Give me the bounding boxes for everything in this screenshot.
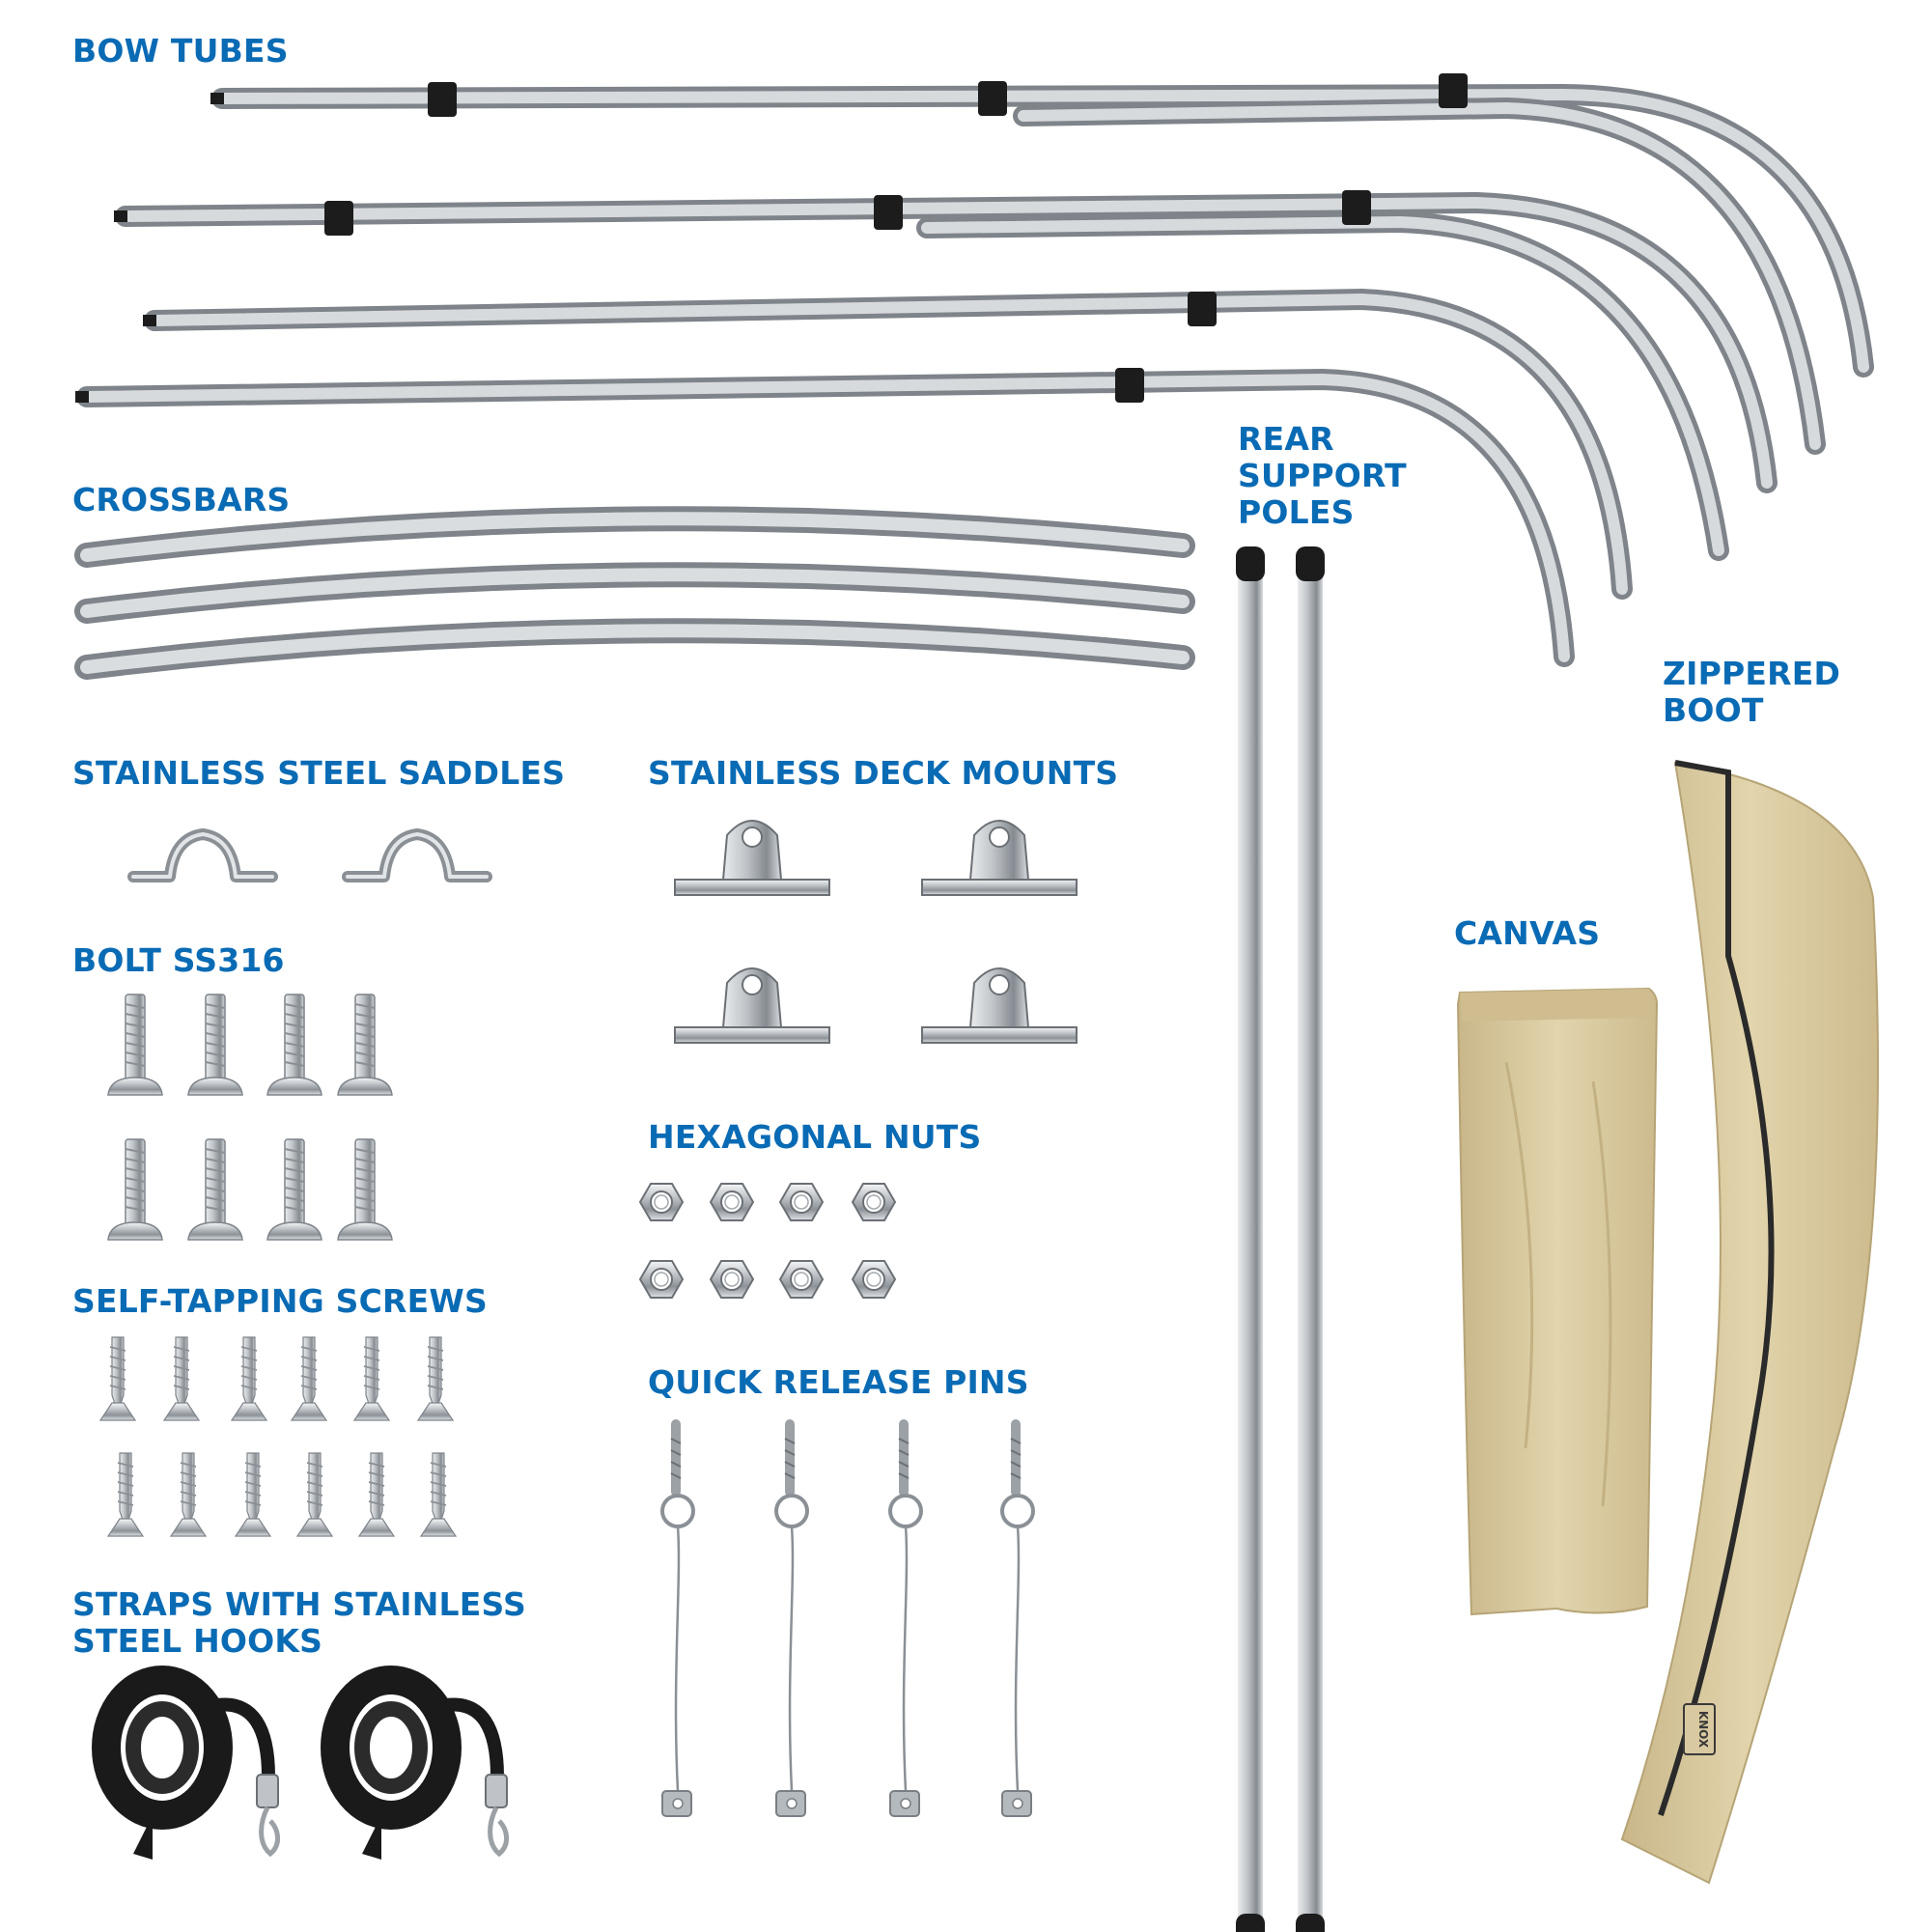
self-tapping-screws (99, 1336, 457, 1537)
label-rear-support-poles-1: REAR (1238, 420, 1334, 458)
label-straps-2: STEEL HOOKS (72, 1622, 323, 1660)
label-stainless-deck-mounts: STAINLESS DECK MOUNTS (648, 754, 1119, 792)
label-bolt-ss316: BOLT SS316 (72, 941, 285, 979)
hexagonal-nuts (639, 1183, 896, 1299)
label-self-tapping-screws: SELF-TAPPING SCREWS (72, 1282, 488, 1320)
label-canvas: CANVAS (1454, 914, 1601, 952)
stainless-steel-saddles (133, 834, 487, 877)
stainless-deck-mounts (674, 820, 1078, 1044)
label-crossbars: CROSSBARS (72, 481, 291, 518)
label-zippered-boot-2: BOOT (1663, 691, 1764, 729)
label-straps-1: STRAPS WITH STAINLESS (72, 1585, 526, 1623)
crossbars (74, 506, 1195, 680)
label-rear-support-poles-3: POLES (1238, 493, 1355, 531)
label-zippered-boot-1: ZIPPERED (1663, 655, 1841, 692)
straps-with-hooks (106, 1680, 507, 1860)
label-hexagonal-nuts: HEXAGONAL NUTS (648, 1118, 982, 1156)
label-bow-tubes: BOW TUBES (72, 32, 289, 70)
bow-tubes (75, 73, 1874, 667)
brand-tag: KNOX (1696, 1711, 1710, 1749)
zippered-boot: KNOX (1620, 760, 1879, 1885)
bolts-ss316 (107, 994, 393, 1241)
label-stainless-steel-saddles: STAINLESS STEEL SADDLES (72, 754, 566, 792)
quick-release-pins (662, 1424, 1033, 1816)
canvas-bag (1456, 987, 1659, 1616)
label-rear-support-poles-2: SUPPORT (1238, 457, 1407, 494)
rear-support-poles (1236, 546, 1325, 1932)
label-quick-release-pins: QUICK RELEASE PINS (648, 1363, 1029, 1401)
